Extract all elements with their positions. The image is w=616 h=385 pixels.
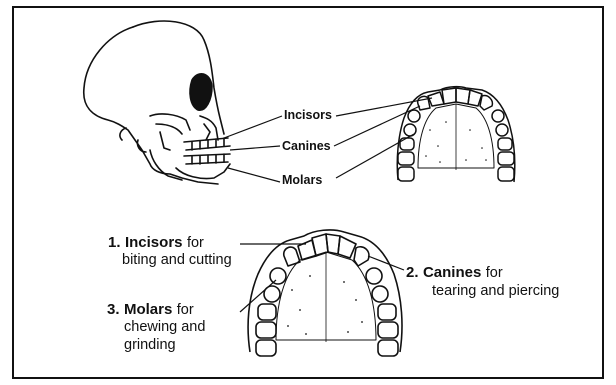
- incisors-description: biting and cutting: [122, 252, 232, 269]
- molars-number: 3.: [107, 301, 120, 318]
- upper-dental-arch-large-icon: [248, 230, 402, 356]
- canines-for: for: [486, 265, 503, 281]
- molars-for: for: [177, 302, 194, 318]
- canines-number: 2.: [406, 264, 419, 281]
- molars-name: Molars: [124, 301, 172, 318]
- canines-name: Canines: [423, 264, 481, 281]
- incisors-for: for: [187, 235, 204, 251]
- label-molars-top: Molars: [282, 174, 322, 187]
- label-molars-bottom: 3. Molars for: [107, 302, 194, 319]
- label-incisors-top: Incisors: [284, 109, 332, 122]
- molars-description-line2: grinding: [124, 337, 176, 354]
- skull-illustration-icon: [84, 21, 230, 184]
- palate-stipple: [287, 121, 487, 335]
- incisors-name: Incisors: [125, 234, 183, 251]
- label-canines-bottom: 2. Canines for: [406, 265, 503, 282]
- incisors-number: 1.: [108, 234, 121, 251]
- molars-description-line1: chewing and: [124, 319, 205, 336]
- label-incisors-bottom: 1. Incisors for: [108, 235, 204, 252]
- canines-description: tearing and piercing: [432, 283, 559, 300]
- label-canines-top: Canines: [282, 140, 331, 153]
